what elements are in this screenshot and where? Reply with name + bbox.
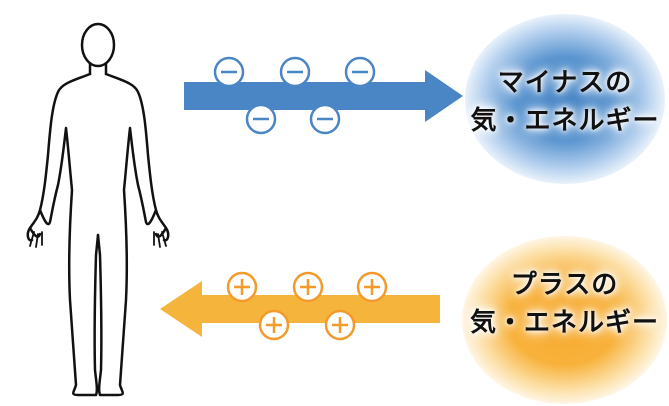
- minus-charge-icon: [213, 56, 245, 88]
- minus-charge-icon: [344, 56, 376, 88]
- minus-charge-icon: [279, 56, 311, 88]
- minus-energy-title: マイナスの: [497, 68, 633, 98]
- plus-energy-subtitle: 気・エネルギー: [469, 308, 659, 338]
- human-figure-icon: [26, 22, 170, 397]
- minus-charge-icon: [309, 103, 341, 135]
- plus-charges: [226, 271, 388, 341]
- plus-charge-icon: [226, 271, 258, 303]
- plus-energy-label: プラスの 気・エネルギー: [462, 266, 667, 342]
- minus-energy-label: マイナスの 気・エネルギー: [465, 64, 665, 140]
- plus-charge-icon: [292, 271, 324, 303]
- plus-charge-icon: [324, 309, 356, 341]
- plus-energy-title: プラスの: [510, 270, 619, 300]
- minus-energy-subtitle: 気・エネルギー: [470, 106, 660, 136]
- minus-energy-glow: [465, 14, 665, 184]
- minus-charges: [213, 56, 376, 135]
- plus-charge-icon: [356, 271, 388, 303]
- plus-charge-icon: [258, 309, 290, 341]
- minus-charge-icon: [245, 103, 277, 135]
- plus-energy-glow: [462, 236, 667, 404]
